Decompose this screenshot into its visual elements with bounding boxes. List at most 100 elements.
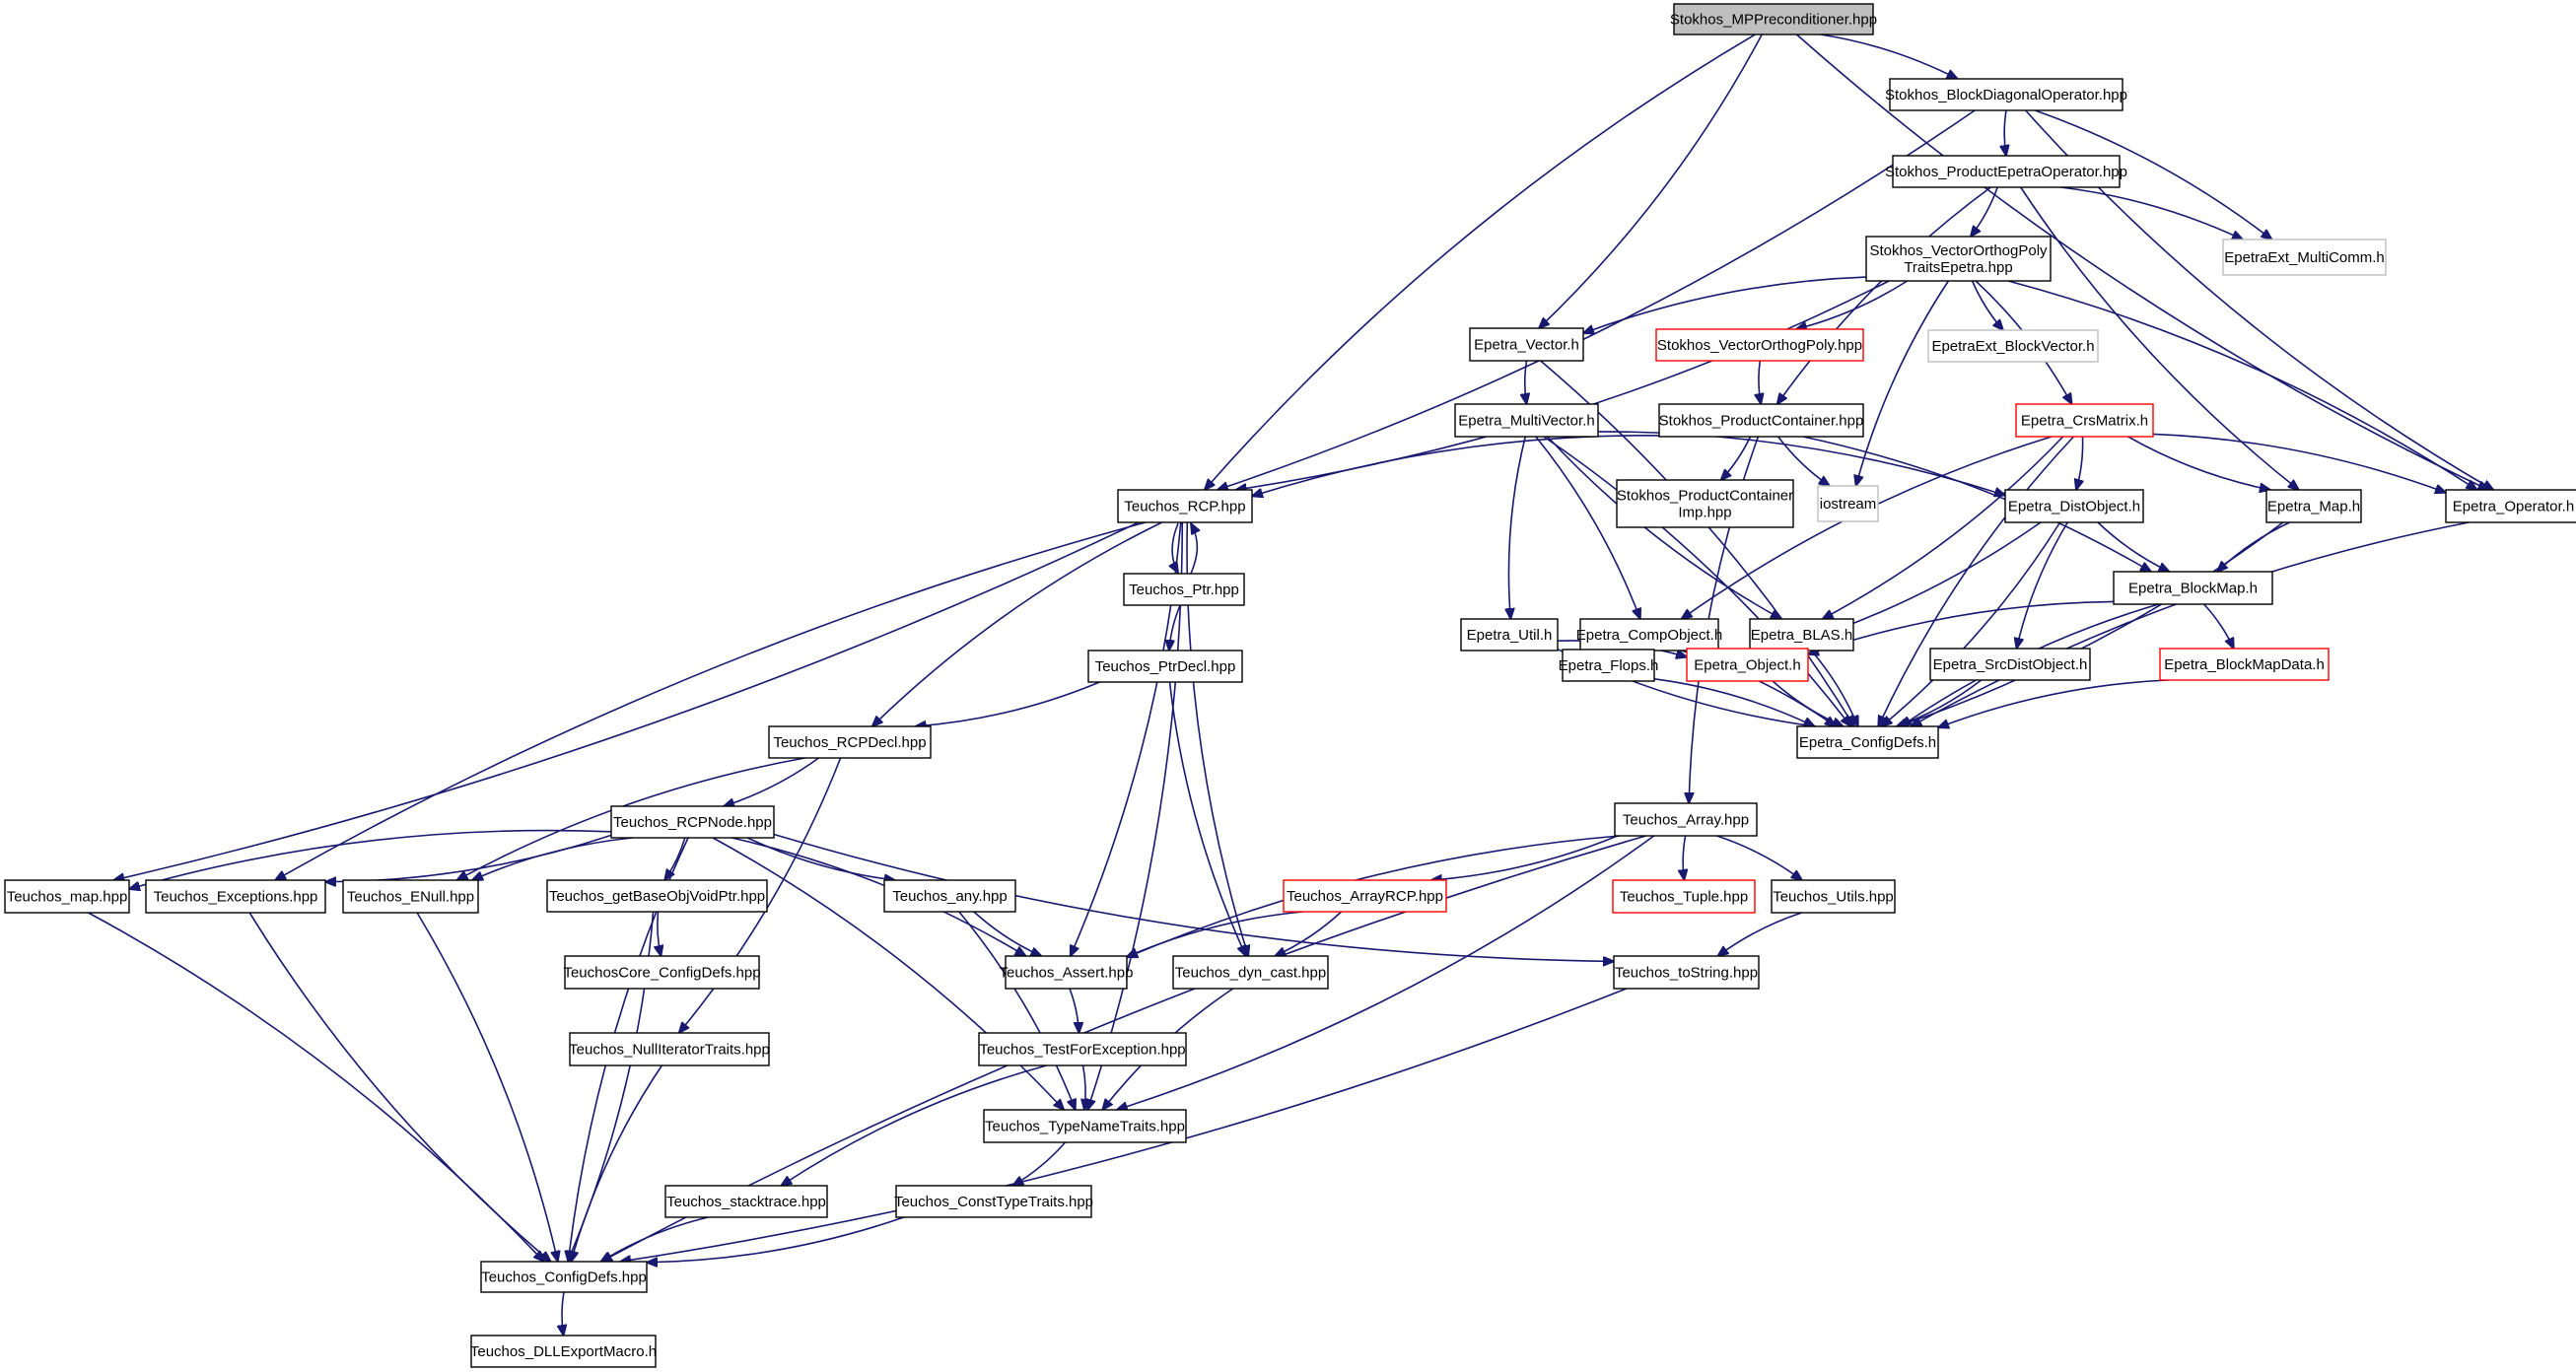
graph-node-n16[interactable]: Epetra_Operator.h — [2445, 489, 2576, 523]
graph-node-n37[interactable]: Teuchos_Tuple.hpp — [1612, 879, 1756, 914]
graph-node-n21[interactable]: Epetra_BlockMap.h — [2113, 571, 2273, 605]
node-label: Stokhos_ProductContainer.hpp — [1659, 413, 1864, 430]
graph-node-n25[interactable]: Epetra_SrcDistObject.h — [1929, 648, 2091, 681]
node-box — [1123, 573, 1245, 606]
graph-node-n1[interactable]: Stokhos_BlockDiagonalOperator.hpp — [1885, 78, 2127, 111]
dependency-edge-n17-n11 — [1191, 523, 1197, 575]
dependency-edge-n4-n5 — [1583, 276, 1867, 333]
graph-node-n36[interactable]: Teuchos_ArrayRCP.hpp — [1283, 879, 1447, 913]
dependency-edge-n11-n32 — [275, 521, 1147, 880]
graph-node-n33[interactable]: Teuchos_ENull.hpp — [342, 879, 479, 914]
node-label: Epetra_Object.h — [1694, 657, 1800, 674]
node-box — [1283, 879, 1447, 913]
dependency-edge-n34-n39 — [658, 911, 661, 956]
graph-node-n29[interactable]: Teuchos_RCPNode.hpp — [610, 805, 775, 839]
graph-node-n26[interactable]: Epetra_BlockMapData.h — [2159, 648, 2330, 681]
node-box — [1817, 485, 1879, 522]
node-box — [1686, 648, 1809, 682]
node-box — [983, 1109, 1187, 1143]
node-box — [546, 879, 768, 913]
node-label: Teuchos_PtrDecl.hpp — [1095, 658, 1236, 675]
node-label: Epetra_MultiVector.h — [1458, 413, 1594, 430]
graph-node-n31[interactable]: Teuchos_map.hpp — [4, 879, 130, 914]
graph-node-n11[interactable]: Teuchos_RCP.hpp — [1117, 489, 1253, 523]
node-label: EpetraExt_MultiComm.h — [2224, 249, 2385, 266]
dependency-edge-n11-n31 — [113, 521, 1140, 880]
graph-node-n6[interactable]: Stokhos_VectorOrthogPoly.hpp — [1655, 328, 1864, 362]
graph-node-n40[interactable]: Teuchos_Assert.hpp — [1000, 955, 1134, 990]
graph-node-n22[interactable]: Teuchos_PtrDecl.hpp — [1087, 650, 1243, 683]
graph-node-n49[interactable]: Teuchos_DLLExportMacro.h — [470, 1335, 657, 1368]
node-box — [1927, 329, 2099, 363]
dependency-edge-n33-n48 — [416, 912, 558, 1262]
graph-node-n23[interactable]: Epetra_Flops.h — [1559, 649, 1659, 682]
graph-node-n44[interactable]: Teuchos_TestForException.hpp — [978, 1032, 1187, 1066]
node-label: Teuchos_RCPDecl.hpp — [773, 734, 926, 751]
graph-node-n41[interactable]: Teuchos_dyn_cast.hpp — [1172, 955, 1329, 990]
dependency-edge-n15-n21 — [2217, 521, 2290, 572]
graph-node-n42[interactable]: Teuchos_toString.hpp — [1613, 955, 1760, 990]
dependency-edge-n44-n46 — [781, 1064, 1047, 1186]
node-label: Stokhos_VectorOrthogPoly — [1869, 242, 2048, 259]
node-box — [895, 1185, 1092, 1218]
graph-node-n39[interactable]: TeuchosCore_ConfigDefs.hpp — [563, 955, 761, 990]
graph-node-n27[interactable]: Teuchos_RCPDecl.hpp — [768, 725, 932, 759]
graph-node-n15[interactable]: Epetra_Map.h — [2265, 489, 2362, 523]
dependency-edge-n2-n4 — [1971, 186, 1998, 237]
dependency-edge-n35-n40 — [973, 911, 1042, 956]
graph-node-n18[interactable]: Epetra_Util.h — [1460, 618, 1559, 652]
node-box — [1460, 618, 1559, 652]
node-box — [1655, 328, 1864, 362]
dependency-edge-n29-n40 — [731, 837, 1025, 956]
graph-node-n47[interactable]: Teuchos_ConstTypeTraits.hpp — [894, 1185, 1093, 1218]
graph-node-n5[interactable]: Epetra_Vector.h — [1469, 327, 1584, 362]
graph-node-n32[interactable]: Teuchos_Exceptions.hpp — [145, 879, 326, 914]
node-label: TeuchosCore_ConfigDefs.hpp — [563, 965, 760, 982]
dependency-edge-n8-n28 — [1543, 436, 1851, 726]
dependency-edge-n27-n33 — [457, 757, 805, 880]
graph-node-n30[interactable]: Teuchos_Array.hpp — [1614, 802, 1758, 837]
node-label: Epetra_Map.h — [2267, 499, 2360, 515]
dependency-edge-n8-n19 — [1535, 436, 1640, 619]
graph-node-n48[interactable]: Teuchos_ConfigDefs.hpp — [480, 1261, 648, 1293]
dependency-edge-n29-n42 — [773, 833, 1614, 962]
graph-node-n10[interactable]: Epetra_CrsMatrix.h — [2015, 403, 2154, 438]
dependency-edge-n0-n16 — [1795, 34, 2489, 490]
graph-node-n43[interactable]: Teuchos_NullIteratorTraits.hpp — [569, 1032, 770, 1066]
graph-node-n19[interactable]: Epetra_CompObject.h — [1576, 618, 1722, 652]
node-box — [1889, 78, 2123, 111]
dependency-edge-n9-n13 — [1777, 436, 1830, 486]
graph-node-n24[interactable]: Epetra_Object.h — [1686, 648, 1809, 682]
dependency-edge-n4-n6 — [1796, 280, 1909, 329]
graph-node-n45[interactable]: Teuchos_TypeNameTraits.hpp — [983, 1109, 1187, 1143]
graph-node-n46[interactable]: Teuchos_stacktrace.hpp — [664, 1185, 828, 1218]
node-box — [978, 1032, 1187, 1066]
graph-node-n17[interactable]: Teuchos_Ptr.hpp — [1123, 573, 1245, 606]
node-label: Teuchos_ConfigDefs.hpp — [481, 1269, 647, 1286]
graph-node-n28[interactable]: Epetra_ConfigDefs.h — [1796, 725, 1939, 759]
graph-node-n2[interactable]: Stokhos_ProductEpetraOperator.hpp — [1885, 155, 2127, 188]
graph-node-n34[interactable]: Teuchos_getBaseObjVoidPtr.hpp — [546, 879, 768, 913]
dependency-edge-n0-n1 — [1820, 34, 1958, 79]
node-label: Epetra_Flops.h — [1559, 657, 1659, 674]
graph-node-n8[interactable]: Epetra_MultiVector.h — [1454, 403, 1599, 438]
graph-node-n35[interactable]: Teuchos_any.hpp — [883, 879, 1016, 913]
node-box — [2445, 489, 2576, 523]
node-box — [2113, 571, 2273, 605]
node-box — [2222, 239, 2387, 276]
dependency-edge-n30-n38 — [1716, 835, 1802, 880]
node-box — [1616, 479, 1794, 528]
graph-node-n38[interactable]: Teuchos_Utils.hpp — [1771, 879, 1896, 914]
graph-node-n14[interactable]: Epetra_DistObject.h — [2004, 489, 2144, 523]
graph-node-n9[interactable]: Stokhos_ProductContainer.hpp — [1658, 403, 1864, 438]
dependency-edge-n43-n48 — [571, 1064, 663, 1262]
node-box — [1454, 403, 1599, 438]
dependency-edge-n30-n40 — [1127, 835, 1621, 957]
node-box — [1929, 648, 2091, 681]
node-box — [2015, 403, 2154, 438]
dependency-edge-n24-n28 — [1772, 680, 1844, 726]
graph-node-n20[interactable]: Epetra_BLAS.h — [1749, 618, 1854, 652]
dependency-edge-n27-n29 — [724, 757, 819, 806]
